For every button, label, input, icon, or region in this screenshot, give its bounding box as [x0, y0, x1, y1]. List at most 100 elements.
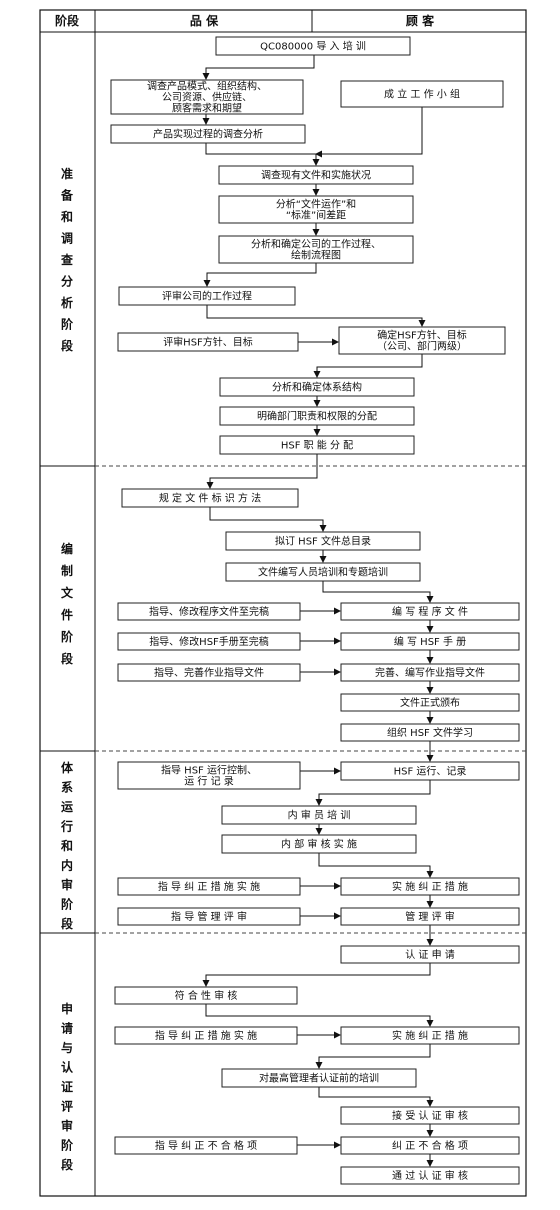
- connector-arrow: [206, 305, 426, 327]
- process-box-frame: [340, 1026, 520, 1045]
- connector-arrow: [205, 143, 320, 166]
- phase-label-char: 段: [61, 1157, 74, 1172]
- phase-label-char: 编: [60, 541, 73, 556]
- process-box-frame: [110, 79, 304, 115]
- phase-label-char: 段: [61, 338, 74, 353]
- phase-label-char: 运: [61, 800, 73, 814]
- process-box-b19: 指导、修改HSF手册至完稿: [117, 632, 301, 651]
- process-box-label: 评审HSF方针、目标: [163, 336, 253, 349]
- connector-arrow: [313, 354, 423, 378]
- phase-label-char: 段: [61, 651, 74, 666]
- process-box-label: 规 定 文 件 标 识 方 法: [159, 492, 261, 505]
- process-box-frame: [340, 907, 520, 926]
- process-box-frame: [219, 377, 415, 397]
- connector-arrow: [315, 107, 423, 158]
- process-box-b41: 通 过 认 证 审 核: [340, 1166, 520, 1185]
- process-box-label: 文件正式颁布: [400, 696, 460, 709]
- process-box-b10: 确定HSF方针、目标（公司、部门两级）: [338, 326, 506, 355]
- process-box-b27: 内 审 员 培 训: [221, 805, 417, 825]
- table-frame: [39, 9, 527, 1197]
- process-box-b16: 文件编写人员培训和专题培训: [225, 562, 421, 582]
- process-box-frame: [340, 945, 520, 964]
- phase-label-char: 审: [61, 1118, 73, 1133]
- phase-label-char: 分: [61, 274, 73, 289]
- process-box-label: 指 导 纠 正 不 合 格 项: [155, 1139, 257, 1152]
- process-box-label: 编 写 程 序 文 件: [392, 605, 468, 618]
- process-box-label: 绘制流程图: [291, 249, 341, 262]
- process-box-label: 公司资源、供应链、: [162, 91, 252, 104]
- process-box-b31: 指 导 管 理 评 审: [117, 907, 301, 926]
- process-box-b14: 规 定 文 件 标 识 方 法: [121, 488, 299, 508]
- process-box-label: 评审公司的工作过程: [162, 290, 252, 303]
- process-box-frame: [114, 986, 298, 1005]
- process-box-label: 成 立 工 作 小 组: [384, 88, 460, 101]
- process-box-b7: 分析和确定公司的工作过程、绘制流程图: [218, 235, 414, 264]
- process-box-label: 指 导 管 理 评 审: [171, 910, 247, 923]
- process-boxes: QC080000 导 入 培 训调查产品模式、组织结构、公司资源、供应链、顾客需…: [110, 36, 520, 1185]
- phase-label-char: 析: [61, 295, 73, 310]
- process-box-label: 调查现有文件和实施状况: [261, 169, 371, 182]
- process-box-frame: [114, 1026, 298, 1045]
- phase-label-char: 和: [60, 209, 73, 224]
- process-box-label: 调查产品模式、组织结构、: [147, 80, 267, 93]
- process-box-label: 分析和确定公司的工作过程、: [251, 238, 381, 251]
- process-box-frame: [340, 877, 520, 896]
- connectors: [202, 55, 434, 1167]
- phase-label-char: 件: [61, 607, 73, 622]
- process-box-label: 指导 HSF 运行控制、: [161, 764, 257, 777]
- process-box-b39: 指 导 纠 正 不 合 格 项: [114, 1136, 298, 1155]
- process-box-frame: [340, 80, 504, 108]
- phase-label-char: 阶: [61, 629, 74, 644]
- process-box-label: HSF 职 能 分 配: [281, 439, 353, 452]
- connector-arrow: [318, 853, 434, 878]
- process-box-frame: [117, 332, 299, 352]
- phase-label-char: 文: [61, 585, 74, 600]
- process-box-frame: [117, 663, 301, 682]
- phase-label-char: 阶: [61, 317, 74, 332]
- process-box-frame: [221, 834, 417, 854]
- process-box-b29: 指 导 纠 正 措 施 实 施: [117, 877, 301, 896]
- connector-arrow: [315, 1044, 431, 1069]
- phase-label-char: 认: [61, 1060, 74, 1075]
- connector-arrow: [318, 1087, 434, 1107]
- process-box-label: 分析“文件运作”和: [276, 198, 356, 211]
- process-box-frame: [340, 1106, 520, 1125]
- process-box-frame: [225, 562, 421, 582]
- process-box-b20: 编 写 HSF 手 册: [340, 632, 520, 651]
- phase-label-char: 制: [61, 563, 73, 578]
- process-box-label: 拟订 HSF 文件总目录: [275, 535, 371, 548]
- process-box-label: 纠 正 不 合 格 项: [392, 1139, 468, 1152]
- process-box-b22: 完善、编写作业指导文件: [340, 663, 520, 682]
- process-box-b2: 调查产品模式、组织结构、公司资源、供应链、顾客需求和期望: [110, 79, 304, 115]
- process-box-frame: [118, 286, 296, 306]
- phase-label-char: 内: [61, 858, 73, 873]
- phase-label-char: 证: [61, 1080, 73, 1094]
- process-box-frame: [110, 124, 306, 144]
- phase-label-char: 备: [60, 188, 74, 203]
- process-box-b34: 符 合 性 审 核: [114, 986, 298, 1005]
- process-box-frame: [338, 326, 506, 355]
- process-box-frame: [340, 1136, 520, 1155]
- process-box-label: 完善、编写作业指导文件: [375, 666, 485, 679]
- process-box-b37: 对最高管理者认证前的培训: [221, 1068, 417, 1088]
- phase-label-char: 查: [60, 252, 74, 267]
- process-box-frame: [219, 435, 415, 455]
- process-box-label: 指 导 纠 正 措 施 实 施: [158, 880, 260, 893]
- process-box-label: 符 合 性 审 核: [175, 989, 238, 1002]
- phase-label-char: 体: [61, 760, 74, 775]
- phase-label-char: 审: [61, 877, 73, 892]
- process-box-b15: 拟订 HSF 文件总目录: [225, 531, 421, 551]
- process-box-frame: [221, 805, 417, 825]
- header-stage: 阶段: [55, 13, 80, 28]
- process-box-label: 组织 HSF 文件学习: [387, 726, 473, 739]
- phase-label-char: 调: [61, 232, 73, 246]
- header-quality: 品 保: [190, 13, 219, 28]
- process-box-label: 指导、修改程序文件至完稿: [149, 605, 269, 618]
- process-box-b13: HSF 职 能 分 配: [219, 435, 415, 455]
- connector-arrow: [206, 454, 318, 489]
- process-box-b26: HSF 运行、记录: [340, 761, 520, 781]
- process-box-label: 指 导 纠 正 措 施 实 施: [155, 1029, 257, 1042]
- process-box-frame: [218, 235, 414, 264]
